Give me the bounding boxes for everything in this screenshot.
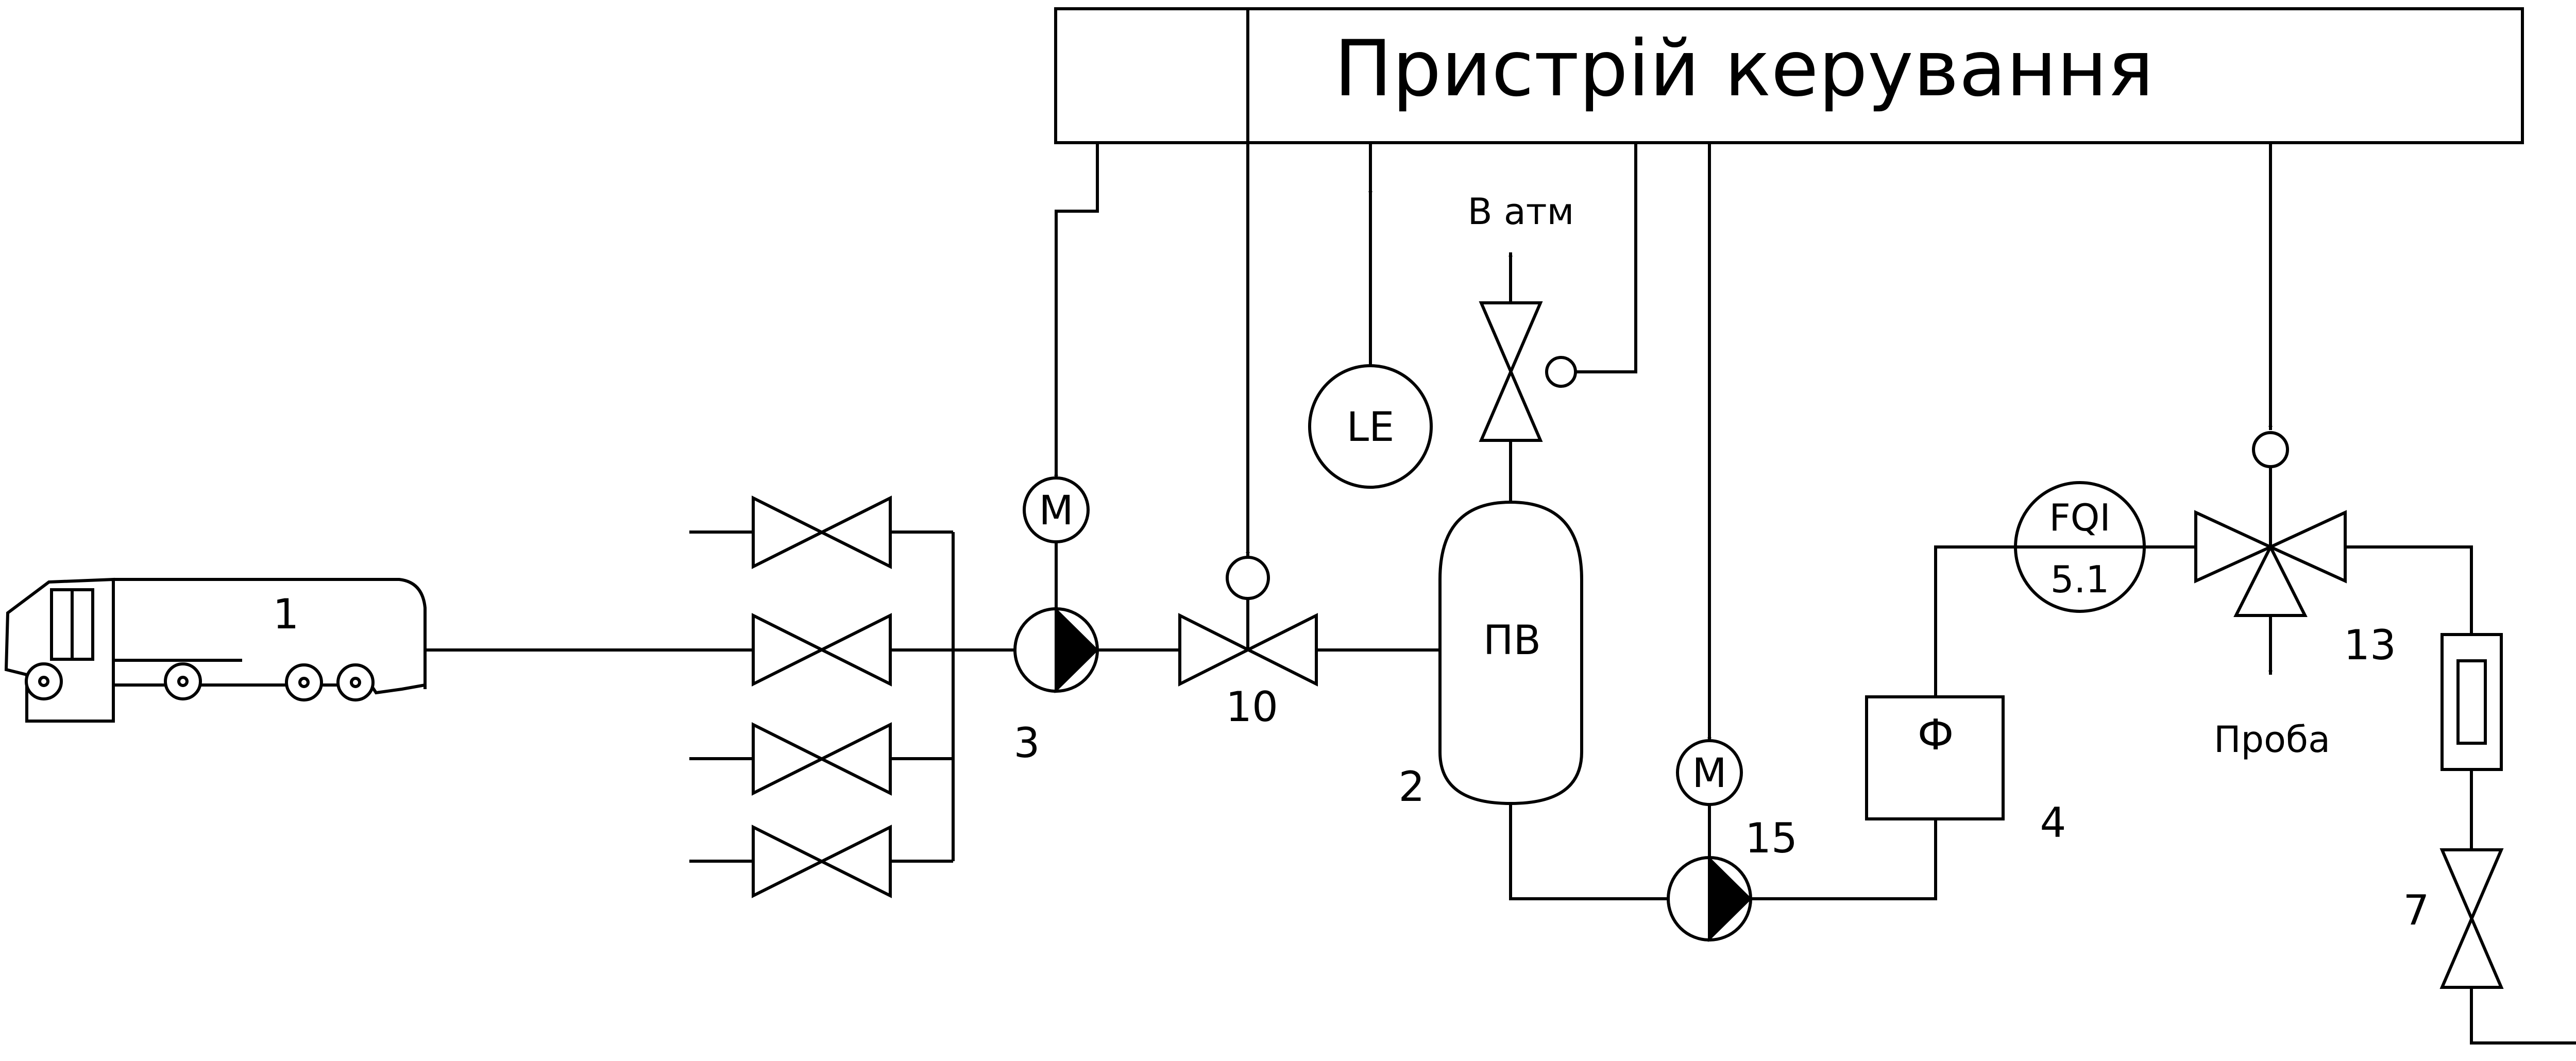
tank-label: ПВ — [1483, 618, 1541, 664]
pump-3-number: 3 — [1014, 719, 1040, 767]
motor-15-label: M — [1692, 750, 1726, 797]
pipe-3wayvalve-rotameter — [2345, 545, 2473, 635]
three-way-valve-actuator — [2252, 431, 2289, 468]
pump-15-number: 15 — [1745, 814, 1798, 862]
valve-7: 7 — [2403, 848, 2504, 989]
filter-label: Ф — [1918, 711, 1954, 760]
manifold — [689, 495, 955, 898]
flowmeter-label: FQI — [2049, 496, 2110, 539]
pipe-filter-flowmeter — [1934, 545, 2015, 697]
pump-3: M 3 — [1013, 476, 1099, 767]
manifold-valve-3 — [752, 722, 892, 796]
sample-label: Проба — [2214, 718, 2330, 761]
pipe-pump15-filter — [1751, 819, 1937, 900]
valve-10-actuator — [1226, 556, 1270, 600]
valve-10-number: 10 — [1226, 683, 1278, 731]
truck-number: 1 — [273, 590, 299, 638]
valve-10: 10 — [1178, 556, 1318, 731]
motor-3-label: M — [1039, 488, 1073, 534]
valve-7-number: 7 — [2403, 886, 2430, 934]
level-sensor-label: LE — [1347, 404, 1395, 451]
tank-2: ПВ 2 — [1399, 500, 1583, 811]
truck-icon: 1 — [4, 577, 427, 723]
vent-label: В атм — [1468, 191, 1574, 233]
three-way-valve-number: 13 — [2344, 621, 2396, 669]
manifold-valve-1 — [752, 495, 892, 569]
level-sensor: LE — [1308, 143, 1433, 489]
flowmeter-fqi: FQI 5.1 — [2014, 481, 2146, 613]
three-way-valve-13: 13 Проба — [2194, 431, 2396, 761]
pipe-tank-pump15 — [1509, 803, 1668, 900]
flowmeter-value: 5.1 — [2050, 558, 2110, 601]
manifold-valve-4 — [752, 825, 892, 898]
filter-number: 4 — [2040, 799, 2066, 847]
signal-line-motor-3 — [1054, 143, 1099, 479]
control-unit-box: Пристрій керування — [1054, 7, 2524, 144]
vent-valve: В атм — [1468, 143, 1637, 502]
rotameter — [2441, 633, 2503, 771]
manifold-valve-2 — [752, 613, 892, 687]
control-unit-label: Пристрій керування — [1334, 24, 2154, 114]
pump-15: M 15 — [1667, 739, 1798, 943]
tank-number: 2 — [1399, 763, 1425, 811]
vent-valve-actuator — [1545, 356, 1577, 388]
outlet-pipe — [2470, 987, 2576, 1045]
filter-4: Ф 4 — [1865, 695, 2066, 847]
